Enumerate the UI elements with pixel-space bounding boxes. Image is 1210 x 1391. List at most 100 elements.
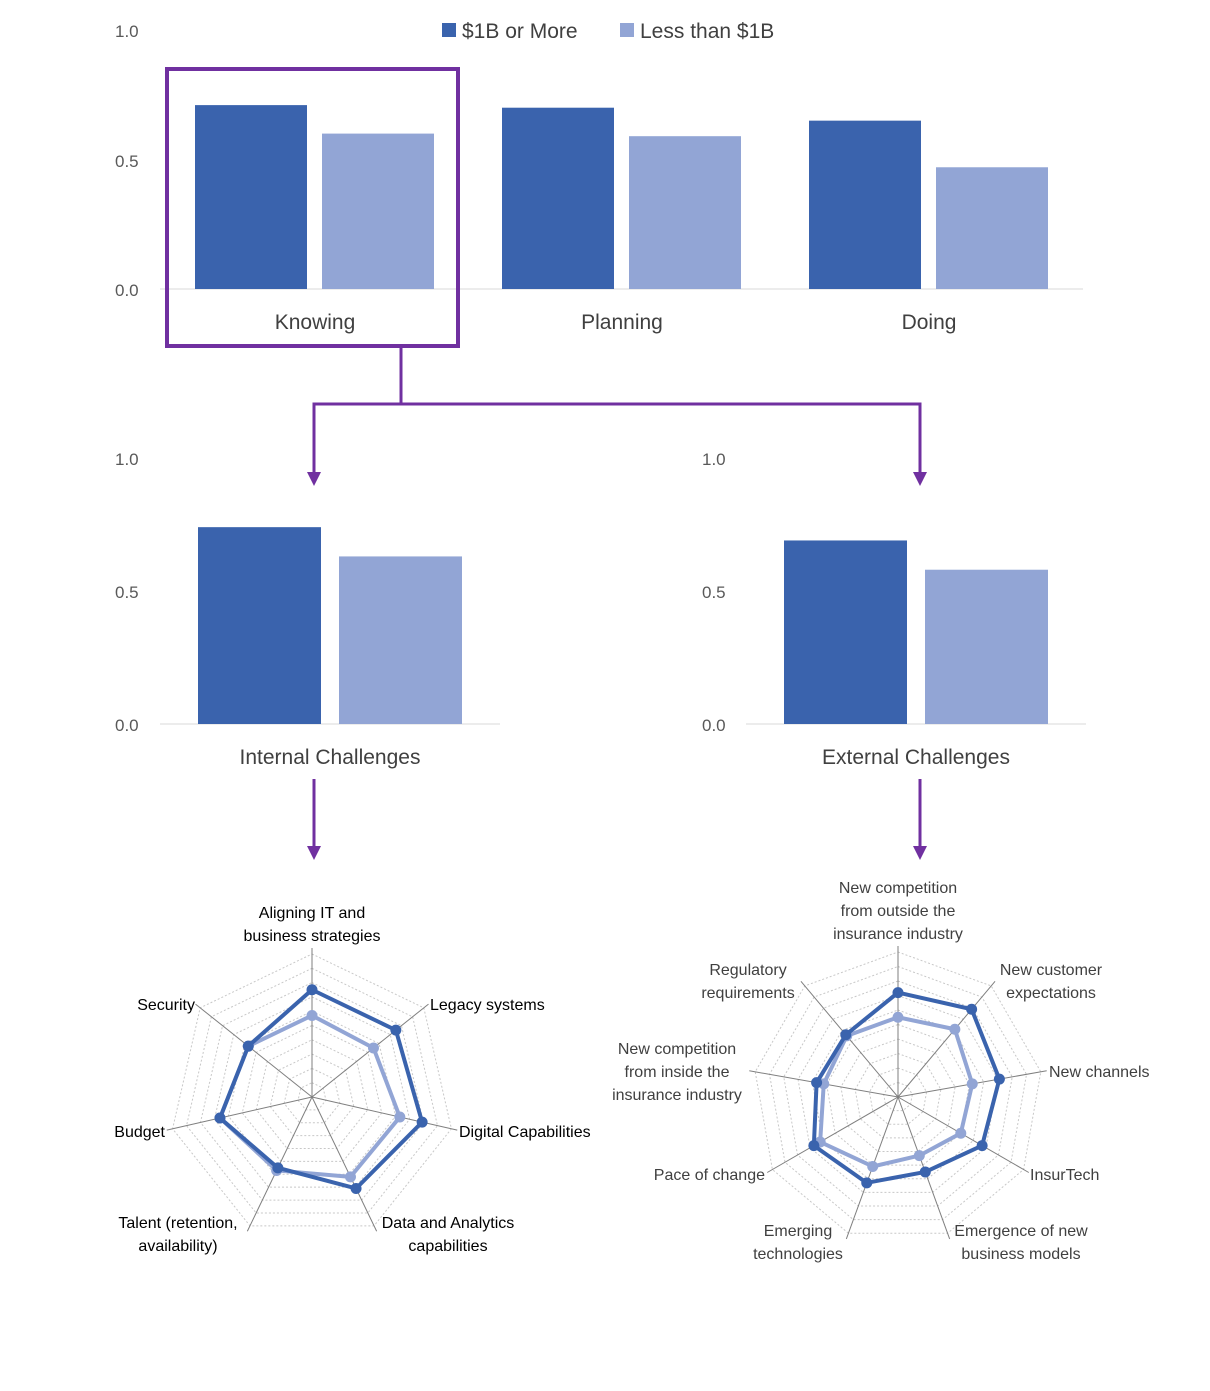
radar-point-large-1 <box>966 1003 978 1015</box>
bar-top-0-small <box>322 133 434 289</box>
radar-point-large-3 <box>350 1182 362 1194</box>
radar-grid-ring <box>840 1038 956 1153</box>
radar-point-large-6 <box>242 1040 254 1052</box>
radar-series-large <box>811 990 1002 1185</box>
radar-point-small-3 <box>344 1171 356 1183</box>
radar-point-large-4 <box>272 1162 284 1174</box>
internal-ytick-3: 0.0 <box>115 716 139 735</box>
legend: $1B or More Less than $1B <box>442 20 774 43</box>
radar-point-large-7 <box>811 1077 823 1089</box>
radar-grid-ring <box>854 1052 942 1139</box>
radar-point-large-2 <box>416 1116 428 1128</box>
radar-point-large-1 <box>390 1024 402 1036</box>
bar-top-1-small <box>629 136 741 289</box>
radar-point-small-0 <box>892 1011 904 1023</box>
top-ytick-2: 0.5 <box>115 152 139 171</box>
external-ytick-3: 0.0 <box>702 716 726 735</box>
radar-point-large-3 <box>976 1140 988 1152</box>
radar-axis-label-4: Talent (retention,availability) <box>118 1215 237 1255</box>
radar-grid-ring <box>213 996 411 1188</box>
radar-point-small-1 <box>949 1023 961 1035</box>
radar-grid-ring <box>883 1081 913 1112</box>
bar-top-0-large <box>195 105 307 289</box>
radar-spoke <box>311 1096 458 1131</box>
radar-point-small-5 <box>867 1160 879 1172</box>
radar-spoke <box>897 981 996 1098</box>
radar-axis-label-2: Digital Capabilities <box>459 1124 591 1141</box>
top-category-doing: Doing <box>902 311 957 334</box>
radar-grid-ring <box>297 1082 327 1111</box>
radar-grid-ring <box>768 965 1028 1221</box>
radar-point-large-0 <box>892 987 904 999</box>
radar-point-large-5 <box>214 1112 226 1124</box>
connector-line <box>312 346 403 472</box>
radar-axis-label-2: New channels <box>1049 1064 1150 1081</box>
arrow-head-internal <box>307 472 321 486</box>
radar-grid-ring <box>283 1067 341 1124</box>
bar-external-0-small <box>925 569 1048 724</box>
arrow-head-internal-radar <box>307 846 321 860</box>
radar-spoke <box>311 1096 378 1232</box>
radar-axis-label-5: Budget <box>114 1124 165 1141</box>
bar-top-1-large <box>502 107 614 289</box>
bar-internal-0-large <box>198 527 321 724</box>
radar-grid-ring <box>241 1024 383 1162</box>
bar-top-2-large <box>809 120 921 290</box>
external-bar-chart: 1.0 0.5 0.0 External Challenges <box>702 450 1086 769</box>
radar-axis-label-6: Security <box>137 997 195 1014</box>
legend-label-large: $1B or More <box>462 20 578 43</box>
connector-line-right <box>401 402 922 472</box>
radar-grid-ring <box>754 951 1042 1234</box>
internal-bar-chart: 1.0 0.5 0.0 Internal Challenges <box>115 450 500 769</box>
radar-grid-ring <box>172 953 452 1227</box>
radar-point-large-2 <box>993 1073 1005 1085</box>
radar-point-large-5 <box>861 1177 873 1189</box>
radar-point-large-0 <box>306 984 318 996</box>
radar-point-small-1 <box>367 1042 379 1054</box>
radar-grid-ring <box>255 1039 369 1150</box>
radar-grid-ring <box>797 994 999 1193</box>
bar-internal-0-small <box>339 556 462 724</box>
legend-swatch-large <box>442 23 456 37</box>
radar-grid-ring <box>269 1053 355 1137</box>
radar-point-large-4 <box>919 1166 931 1178</box>
radar-point-small-2 <box>966 1078 978 1090</box>
radar-grid-ring <box>868 1067 928 1125</box>
internal-ytick-2: 0.5 <box>115 583 139 602</box>
radar-spoke <box>195 1003 313 1098</box>
radar-axis-label-1: Legacy systems <box>430 997 545 1014</box>
internal-ytick-1: 1.0 <box>115 450 139 469</box>
knowing-highlight-box <box>165 67 460 348</box>
radar-point-small-3 <box>955 1127 967 1139</box>
radar-point-small-0 <box>306 1009 318 1021</box>
radar-spoke <box>166 1096 313 1131</box>
top-ytick-3: 0.0 <box>115 281 139 300</box>
radar-grid-ring <box>811 1009 985 1180</box>
external-ytick-2: 0.5 <box>702 583 726 602</box>
legend-swatch-small <box>620 23 634 37</box>
highlight-connector <box>165 67 927 860</box>
radar-series-large <box>217 987 425 1191</box>
arrow-head-external <box>913 472 927 486</box>
radar-point-small-2 <box>394 1111 406 1123</box>
radar-series-small <box>818 1015 975 1169</box>
legend-label-small: Less than $1B <box>640 20 774 43</box>
radar-grid-ring <box>783 980 1013 1207</box>
bar-top-2-small <box>936 167 1048 289</box>
radar-axis-label-6: Pace of change <box>654 1167 765 1184</box>
top-category-planning: Planning <box>581 311 663 334</box>
radar-point-large-6 <box>808 1140 820 1152</box>
radar-axis-label-3: InsurTech <box>1030 1167 1099 1184</box>
radar-point-large-8 <box>840 1029 852 1041</box>
